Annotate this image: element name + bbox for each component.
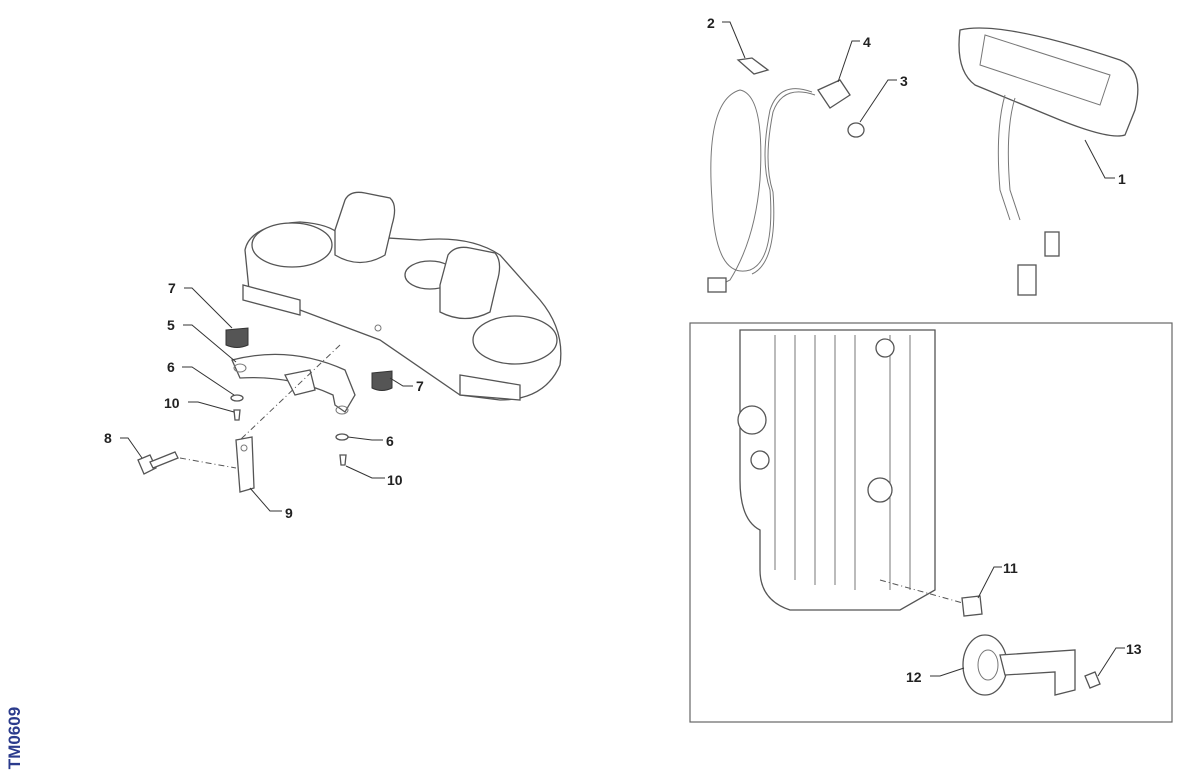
drawing-code: TM0609 — [2, 700, 28, 775]
callout-13: 13 — [1126, 641, 1142, 657]
horn — [961, 595, 1101, 696]
callout-7-right: 7 — [416, 378, 424, 394]
callout-10-right: 10 — [387, 472, 403, 488]
detail-box — [689, 322, 1173, 723]
callout-6-right: 6 — [386, 433, 394, 449]
callout-2: 2 — [707, 15, 715, 31]
callout-10: 10 — [164, 395, 180, 411]
callout-7: 7 — [168, 280, 176, 296]
leader-lines — [120, 21, 1125, 677]
callout-5: 5 — [167, 317, 175, 333]
callout-11: 11 — [1003, 560, 1018, 576]
callout-3: 3 — [900, 73, 908, 89]
radiator — [737, 329, 971, 611]
drawing-code-text: TM0609 — [5, 706, 24, 769]
instrument-bracket — [137, 327, 393, 493]
speed-sensor-cable — [707, 57, 865, 293]
callout-6: 6 — [167, 359, 175, 375]
instrument-cluster — [958, 27, 1139, 296]
callout-9: 9 — [285, 505, 293, 521]
callout-1: 1 — [1118, 171, 1126, 187]
callout-12: 12 — [906, 669, 922, 685]
fork-yoke — [242, 191, 562, 401]
callout-8: 8 — [104, 430, 112, 446]
callout-4: 4 — [863, 34, 871, 50]
